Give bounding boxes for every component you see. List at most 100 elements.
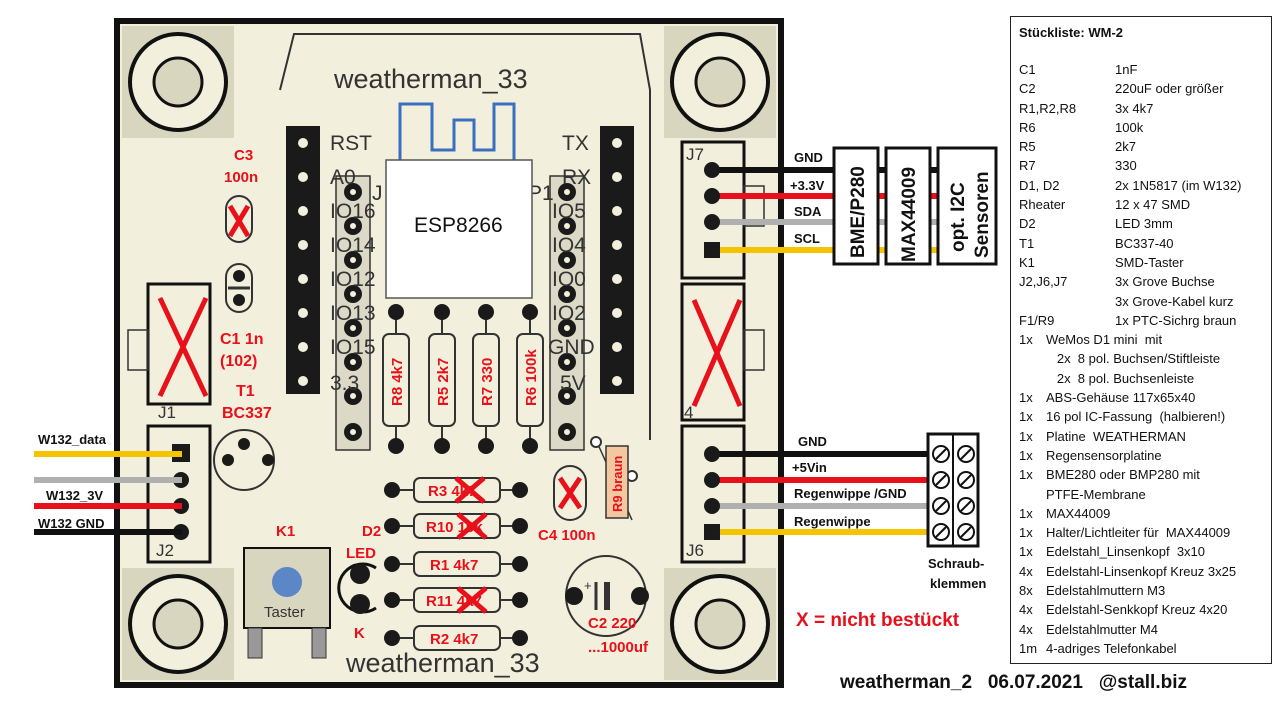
k1-button[interactable] — [272, 567, 302, 597]
c1-value: (102) — [220, 353, 257, 370]
bom-part-ref: F1/R9 — [1019, 312, 1055, 328]
r11-not-populated-x — [456, 586, 488, 614]
board-title-bottom: weatherman_33 — [345, 648, 540, 678]
bom-item-desc: Edelstahl_Linsenkopf 3x10 — [1046, 544, 1206, 560]
c1-footprint — [225, 263, 253, 313]
bom-title: Stückliste: WM-2 — [1019, 25, 1124, 40]
bom-part-value: 3x 4k7 — [1115, 100, 1154, 116]
c3-value: 100n — [224, 169, 258, 186]
pin-label-a0: A0 — [330, 166, 356, 189]
bom-part-ref: C1 — [1019, 62, 1036, 77]
bom-item-desc: 4-adriges Telefonkabel — [1046, 640, 1177, 656]
pin-label-io0: IO0 — [552, 268, 586, 291]
bom-item-desc: MAX44009 — [1046, 505, 1111, 521]
j1-latch — [127, 329, 149, 371]
sensor-max-box — [884, 146, 932, 266]
bom-item-qty: 1m — [1019, 640, 1038, 656]
r10-not-populated-x — [456, 512, 488, 540]
r9-pad-top — [590, 436, 602, 448]
pin-label-tx: TX — [562, 132, 589, 155]
bom-item-desc: BME280 oder BMP280 mit — [1046, 467, 1200, 483]
c1-pad-1 — [233, 270, 245, 282]
bom-part-value: SMD-Taster — [1115, 254, 1184, 270]
bom-item-desc: 2x 8 pol. Buchsenleiste — [1046, 370, 1195, 386]
led-label: LED — [346, 545, 376, 562]
j7-gnd-label: GND — [794, 150, 823, 165]
pin-label-io12: IO12 — [330, 268, 376, 291]
footer-caption: weatherman_2 06.07.2021 @stall.biz — [840, 672, 1187, 693]
bom-part-ref: C2 — [1019, 81, 1036, 97]
c3-not-populated-x — [227, 204, 251, 238]
bom-part-value: 3x Grove-Kabel kurz — [1115, 293, 1234, 309]
sensor-i2c-label: opt. I2C — [948, 182, 969, 252]
bom-item-row: 2x 8 pol. Buchsenleiste — [1019, 369, 1263, 388]
bom-part-ref: R5 — [1019, 139, 1036, 155]
j7-latch — [743, 185, 765, 227]
j7-scl-label: SCL — [794, 231, 820, 246]
j6-connector — [680, 424, 746, 564]
mounting-holes — [122, 26, 776, 680]
vertical-resistor-pads — [388, 304, 538, 454]
wemos-outline — [279, 33, 651, 440]
c3-footprint — [225, 195, 253, 243]
pin-label-5v: 5V — [560, 372, 586, 395]
c2-plate-2 — [604, 582, 610, 610]
screw-label-1: Schraub- — [928, 556, 984, 571]
c2-pad-plus — [565, 587, 583, 605]
bom-part-value: 1x PTC-Sichrg braun — [1115, 312, 1237, 328]
bom-item-desc: WeMos D1 mini mit — [1046, 332, 1163, 348]
bom-item-qty: 4x — [1019, 602, 1033, 618]
bom-item-desc: Edelstahlmuttern M3 — [1046, 583, 1166, 599]
bom-item-desc: Edelstahl-Linsenkopf Kreuz 3x25 — [1046, 563, 1237, 579]
c4-not-populated-x — [557, 476, 583, 510]
jumper-right-label: P1 — [528, 182, 554, 205]
bom-item-desc: 2x 8 pol. Buchsen/Stiftleiste — [1046, 351, 1221, 367]
t1-label: T1 — [236, 383, 255, 400]
r5-label: R5 2k7 — [435, 358, 452, 406]
bom-item-row: 1m 4-adriges Telefonkabel — [1019, 639, 1263, 658]
bom-part-value: 100k — [1115, 119, 1144, 135]
bom-part-ref: K1 — [1019, 254, 1035, 270]
r7-label: R7 330 — [479, 358, 496, 406]
sensor-bme-box — [832, 146, 880, 266]
j6-pins — [704, 446, 720, 540]
c2-label: C2 220 — [588, 615, 636, 632]
bom-item-row: 2x 8 pol. Buchsen/Stiftleiste — [1019, 349, 1263, 368]
bom-item-qty: 1x — [1019, 428, 1033, 444]
esp8266-label: ESP8266 — [414, 214, 503, 237]
bom-item-qty: 4x — [1019, 621, 1033, 637]
led-pad-k — [350, 594, 370, 614]
c1-pad-2 — [233, 294, 245, 306]
j6-regen-label: Regenwippe — [794, 514, 871, 529]
c4-label: C4 100n — [538, 527, 596, 544]
bom-part-value: BC337-40 — [1115, 235, 1174, 251]
j2-connector — [146, 424, 212, 564]
bom-item-desc: Halter/Lichtleiter für MAX44009 — [1046, 525, 1231, 541]
j4-not-populated-x — [691, 299, 743, 407]
j6-regen-gnd-label: Regenwippe /GND — [794, 486, 907, 501]
r3-not-populated-x — [454, 476, 486, 504]
pin-label-io2: IO2 — [552, 302, 586, 325]
bom-item-qty: 1x — [1019, 505, 1033, 521]
r2-label: R2 4k7 — [430, 631, 478, 648]
bom-item-desc: Edelstahlmutter M4 — [1046, 621, 1158, 637]
bom-item-qty: 1x — [1019, 409, 1033, 425]
bom-item-qty: 4x — [1019, 563, 1033, 579]
d2-label: D2 — [362, 523, 381, 540]
j1-label: J1 — [158, 403, 176, 422]
bom-item-qty: 8x — [1019, 583, 1033, 599]
